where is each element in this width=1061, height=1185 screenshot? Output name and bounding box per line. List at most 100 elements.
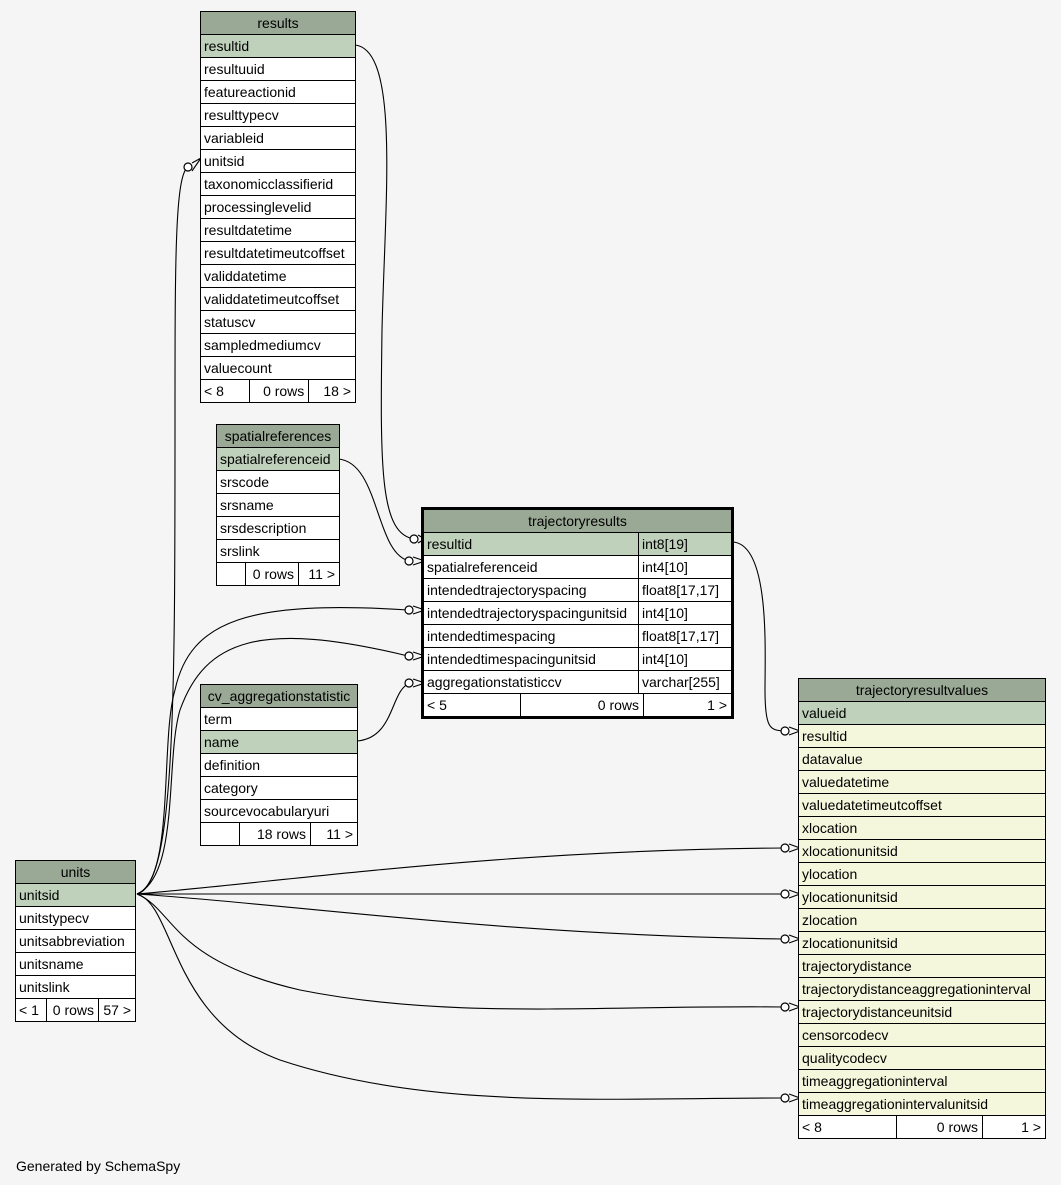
column-row[interactable]: srscode <box>217 471 339 494</box>
column-name: processinglevelid <box>204 199 312 215</box>
column-row[interactable]: zlocationunitsid <box>799 932 1045 955</box>
column-row[interactable]: sourcevocabularyuri <box>201 800 357 823</box>
parents-link[interactable]: < 8 <box>802 1119 822 1135</box>
children-link[interactable]: 1 > <box>643 694 731 716</box>
row-count: 18 rows <box>239 823 310 845</box>
column-row[interactable]: resultdatetime <box>201 219 355 242</box>
column-name: resultid <box>204 38 250 54</box>
column-row[interactable]: resultid <box>201 35 355 58</box>
column-name: resulttypecv <box>204 107 279 123</box>
column-row[interactable]: unitsname <box>16 953 135 976</box>
column-row[interactable]: unitsid <box>201 150 355 173</box>
column-row[interactable]: unitsabbreviation <box>16 930 135 953</box>
column-row[interactable]: zlocation <box>799 909 1045 932</box>
edge-cvaggregation-trajectoryresults <box>356 682 411 742</box>
table-title[interactable]: trajectoryresults <box>424 510 731 533</box>
column-row[interactable]: statuscv <box>201 311 355 334</box>
column-row[interactable]: taxonomicclassifierid <box>201 173 355 196</box>
edge-end-circle <box>780 1093 790 1103</box>
parents-link[interactable]: < 5 <box>427 697 447 713</box>
column-name: valuecount <box>204 360 272 376</box>
column-row[interactable]: term <box>201 708 357 731</box>
column-row[interactable]: xlocation <box>799 817 1045 840</box>
column-row[interactable]: valueid <box>799 702 1045 725</box>
table-title[interactable]: spatialreferences <box>217 425 339 448</box>
column-row[interactable]: qualitycodecv <box>799 1047 1045 1070</box>
column-row[interactable]: trajectorydistance <box>799 955 1045 978</box>
column-row[interactable]: category <box>201 777 357 800</box>
column-row[interactable]: featureactionid <box>201 81 355 104</box>
column-row[interactable]: spatialreferenceid <box>217 448 339 471</box>
column-row[interactable]: srsname <box>217 494 339 517</box>
column-row[interactable]: validdatetimeutcoffset <box>201 288 355 311</box>
column-row[interactable]: trajectorydistanceaggregationinterval <box>799 978 1045 1001</box>
column-row[interactable]: srsdescription <box>217 517 339 540</box>
table-title[interactable]: units <box>16 861 135 884</box>
column-row[interactable]: name <box>201 731 357 754</box>
column-row[interactable]: processinglevelid <box>201 196 355 219</box>
column-row[interactable]: resultid <box>799 725 1045 748</box>
parents-link[interactable] <box>217 563 245 585</box>
column-row[interactable]: srslink <box>217 540 339 563</box>
column-row[interactable]: variableid <box>201 127 355 150</box>
table-title[interactable]: cv_aggregationstatistic <box>201 685 357 708</box>
column-name: ylocation <box>802 866 858 882</box>
column-name: intendedtrajectoryspacing <box>427 582 587 598</box>
table-title[interactable]: results <box>201 12 355 35</box>
children-link[interactable]: 11 > <box>298 563 339 585</box>
column-row[interactable]: trajectorydistanceunitsid <box>799 1001 1045 1024</box>
column-row[interactable]: ylocationunitsid <box>799 886 1045 909</box>
column-row[interactable]: definition <box>201 754 357 777</box>
column-row[interactable]: valuecount <box>201 357 355 380</box>
column-row[interactable]: censorcodecv <box>799 1024 1045 1047</box>
column-row[interactable]: resultuuid <box>201 58 355 81</box>
column-name: srsname <box>220 497 274 513</box>
column-row[interactable]: valuedatetimeutcoffset <box>799 794 1045 817</box>
parents-link[interactable]: < 8 <box>204 383 224 399</box>
column-row[interactable]: timeaggregationinterval <box>799 1070 1045 1093</box>
column-name: valuedatetime <box>802 774 890 790</box>
column-row[interactable]: valuedatetime <box>799 771 1045 794</box>
column-row[interactable]: unitslink <box>16 976 135 999</box>
table-title[interactable]: trajectoryresultvalues <box>799 679 1045 702</box>
column-row[interactable]: resultdatetimeutcoffset <box>201 242 355 265</box>
parents-link[interactable]: < 1 <box>19 1002 39 1018</box>
column-row[interactable]: xlocationunitsid <box>799 840 1045 863</box>
column-row[interactable]: ylocation <box>799 863 1045 886</box>
column-type: int4[10] <box>638 602 731 624</box>
column-row[interactable]: datavalue <box>799 748 1045 771</box>
row-count: 0 rows <box>46 999 98 1021</box>
column-row[interactable]: validdatetime <box>201 265 355 288</box>
column-row[interactable]: timeaggregationintervalunitsid <box>799 1093 1045 1116</box>
parents-link[interactable] <box>201 823 239 845</box>
edge-end-circle <box>780 726 790 736</box>
column-row[interactable]: resulttypecv <box>201 104 355 127</box>
column-name: sourcevocabularyuri <box>204 803 330 819</box>
children-link[interactable]: 57 > <box>98 999 135 1021</box>
column-name: zlocationunitsid <box>802 935 898 951</box>
edge-units-trajectoryresults-2 <box>136 637 409 895</box>
column-type: varchar[255] <box>638 671 731 693</box>
children-link[interactable]: 11 > <box>310 823 357 845</box>
column-name: validdatetimeutcoffset <box>204 291 340 307</box>
column-name: sampledmediumcv <box>204 337 321 353</box>
column-row[interactable]: sampledmediumcv <box>201 334 355 357</box>
column-row[interactable]: unitsid <box>16 884 135 907</box>
children-link[interactable]: 1 > <box>982 1116 1045 1138</box>
column-row[interactable]: unitstypecv <box>16 907 135 930</box>
children-link[interactable]: 18 > <box>308 380 355 402</box>
